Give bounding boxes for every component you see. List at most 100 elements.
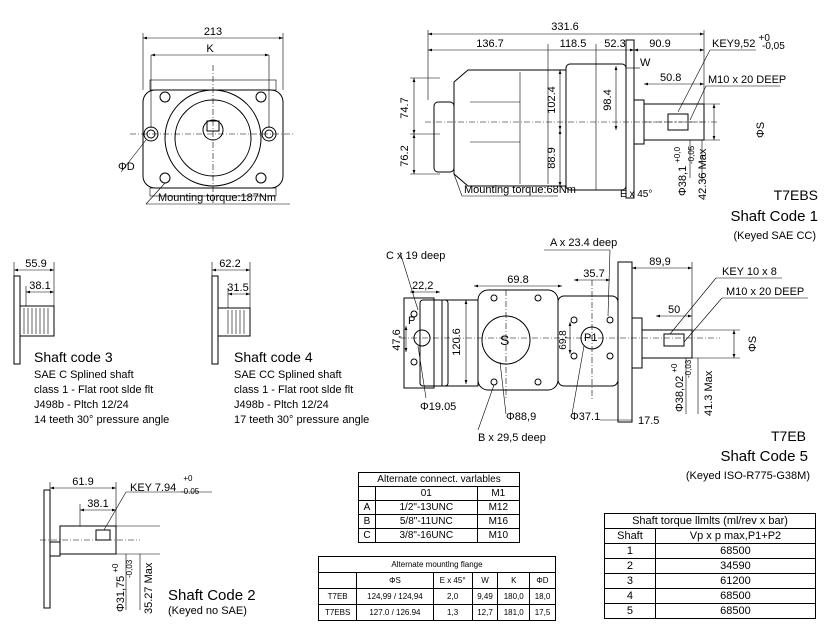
- side-torque-note: Mounting torque:68Nm: [464, 184, 576, 196]
- table-row: 3 61200: [604, 573, 817, 589]
- table-cell: T7EBS: [317, 604, 358, 621]
- t7eb-key-label: KEY 10 x 8: [722, 266, 777, 278]
- front-k-dim: K: [206, 43, 214, 55]
- side-seg3-dim: 52.3: [604, 38, 625, 50]
- side-key-label: KEY9,52 +0: [712, 33, 770, 50]
- table-cell: 68500: [654, 603, 817, 619]
- shaft-code-4-dim1: 62.2: [219, 258, 240, 270]
- table-row: 1 68500: [604, 543, 817, 559]
- shaft-code-3-dim1: 55.9: [25, 258, 46, 270]
- table-cell: 124,99 / 124,94: [356, 588, 434, 605]
- side-s-dim: ΦS: [755, 122, 767, 138]
- table-cell: 3: [604, 573, 656, 589]
- shaft-code-2-subtitle: (Keyed no SAE): [168, 605, 247, 617]
- table-row: 2 34590: [604, 558, 817, 574]
- shaft-code-2-dim1: 61.9: [72, 476, 93, 488]
- table-cell: 1,3: [432, 604, 473, 621]
- shaft-code-2-key-label: KEY 7.94 +0: [130, 474, 193, 494]
- side-key-text: KEY9,52: [712, 38, 755, 50]
- front-torque-note: Mounting torque:187Nm: [158, 192, 276, 204]
- t7eb-shaft-dia-text: Φ38,02: [674, 376, 686, 412]
- table-cell: 2: [604, 558, 656, 574]
- shaft-code-5-model: T7EB: [771, 428, 806, 444]
- t7eb-dim-222: 22,2: [412, 280, 433, 292]
- t7eb-dim-698v: 69,8: [558, 330, 569, 350]
- table-cell: 4: [604, 588, 656, 604]
- table-row: T7EBS 127.0 / 126.94 1,3 12,7 181,0 17,5: [317, 604, 556, 621]
- side-shaft-dia-text: Φ38,1: [677, 166, 689, 196]
- alt-flange-title: Alternate mountlng flange: [318, 556, 556, 573]
- alt-flange-header-s: ΦS: [356, 572, 434, 589]
- shaft-code-2-shaft-dia: Φ31,75 +0: [111, 563, 127, 612]
- table-cell: M12: [476, 500, 521, 515]
- t7eb-dim-357: 35.7: [583, 268, 604, 280]
- alt-flange-header-model: [317, 572, 358, 589]
- shaft-code-2-shaft-max: 35.27 Max: [143, 562, 155, 614]
- shaft-code-5-title: Shaft Code 5: [720, 448, 808, 465]
- alt-flange-header-d: ΦD: [529, 572, 556, 589]
- shaft-code-3-title: Shaft code 3: [34, 349, 113, 365]
- t7eb-s-dim: ΦS: [747, 336, 759, 352]
- table-row: 5 68500: [604, 603, 817, 619]
- t7eb-c-label: C x 19 deep: [386, 250, 445, 262]
- front-hole-dim: ΦD: [118, 161, 135, 173]
- table-cell: 9,49: [471, 588, 499, 605]
- shaft-code-2-shaft-tol-up: +0: [111, 563, 120, 573]
- shaft-code-2-title: Shaft Code 2: [168, 587, 256, 604]
- table-cell: 181,0: [497, 604, 531, 621]
- shaft-code-4-line-4: 17 teeth 30° pressure angle: [234, 414, 369, 426]
- shaft-code-1-subtitle: (Keyed SAE CC): [733, 230, 816, 242]
- torque-header-shaft: Shaft: [604, 528, 656, 544]
- t7eb-shaft-tol-low: -0,03: [684, 359, 693, 378]
- shaft-code-2-shaft-tol-low: -0,03: [125, 559, 134, 578]
- side-port-h1-dim: 102.4: [546, 86, 558, 114]
- alt-flange-header-w: W: [471, 572, 499, 589]
- shaft-code-3-line-3: J498b - Pltch 12/24: [34, 399, 129, 411]
- shaft-code-1-model: T7EBS: [774, 187, 818, 203]
- t7eb-dia-371: Φ37.1: [570, 411, 600, 423]
- t7eb-port-s: S: [500, 332, 509, 348]
- shaft-code-3-dim2: 38.1: [29, 280, 50, 292]
- table-cell: 5/8"-11UNC: [375, 514, 478, 529]
- shaft-code-3-drawing: [13, 262, 55, 365]
- t7eb-dim-899: 89,9: [649, 256, 670, 268]
- table-cell: 2,0: [432, 588, 473, 605]
- shaft-code-2-dim2: 38.1: [87, 498, 108, 510]
- table-row: 4 68500: [604, 588, 817, 604]
- side-overall-dim: 331.6: [551, 21, 579, 33]
- t7eb-dim-175: 17.5: [638, 415, 659, 427]
- table-cell: 68500: [654, 588, 817, 604]
- side-key-tol-low: -0,05: [762, 41, 785, 52]
- shaft-code-3-line-2: class 1 - Flat root slde flt: [34, 384, 153, 396]
- t7eb-thread-label: M10 x 20 DEEP: [726, 286, 804, 298]
- side-shaft-max: 42.36 Max: [697, 148, 709, 200]
- alt-conn-header-m1: M1: [476, 486, 521, 501]
- side-port-h2-dim: 98.4: [602, 89, 614, 110]
- side-shaft-dia: Φ38,1 +0,0: [673, 146, 689, 196]
- table-cell: 17,5: [529, 604, 556, 621]
- table-cell: 127.0 / 126.94: [356, 604, 434, 621]
- side-shaft-dim: 90.9: [649, 38, 670, 50]
- table-cell: 180,0: [497, 588, 531, 605]
- t7eb-dim-698: 69.8: [507, 274, 528, 286]
- side-key-tol-up: +0: [758, 33, 770, 44]
- t7eb-dia-1905: Φ19.05: [420, 401, 456, 413]
- shaft-code-4-drawing: [211, 262, 251, 365]
- shaft-code-4-dim2: 31.5: [227, 282, 248, 294]
- t7eb-dim-50: 50: [668, 304, 680, 316]
- alt-flange-header-e: E x 45°: [432, 572, 473, 589]
- table-cell: 18,0: [529, 588, 556, 605]
- t7eb-dim-1206: 120.6: [451, 328, 463, 356]
- table-cell: 1/2"-13UNC: [375, 500, 478, 515]
- front-width-dim: 213: [204, 26, 222, 38]
- shaft-code-2-key-text: KEY 7.94: [130, 482, 176, 494]
- side-w-dim: W: [640, 57, 651, 69]
- shaft-code-4-title: Shaft code 4: [234, 349, 313, 365]
- shaft-code-5-subtitle: (Keyed ISO-R775-G38M): [686, 470, 810, 482]
- table-cell: 3/8"-16UNC: [375, 528, 478, 543]
- table-cell: A: [358, 500, 376, 515]
- t7eb-shaft-tol-up: +0: [670, 363, 679, 373]
- shaft-code-1-title: Shaft Code 1: [730, 208, 818, 225]
- alternate-connect-table: Alternate connect. varlables 01 M1 A 1/2…: [358, 472, 521, 543]
